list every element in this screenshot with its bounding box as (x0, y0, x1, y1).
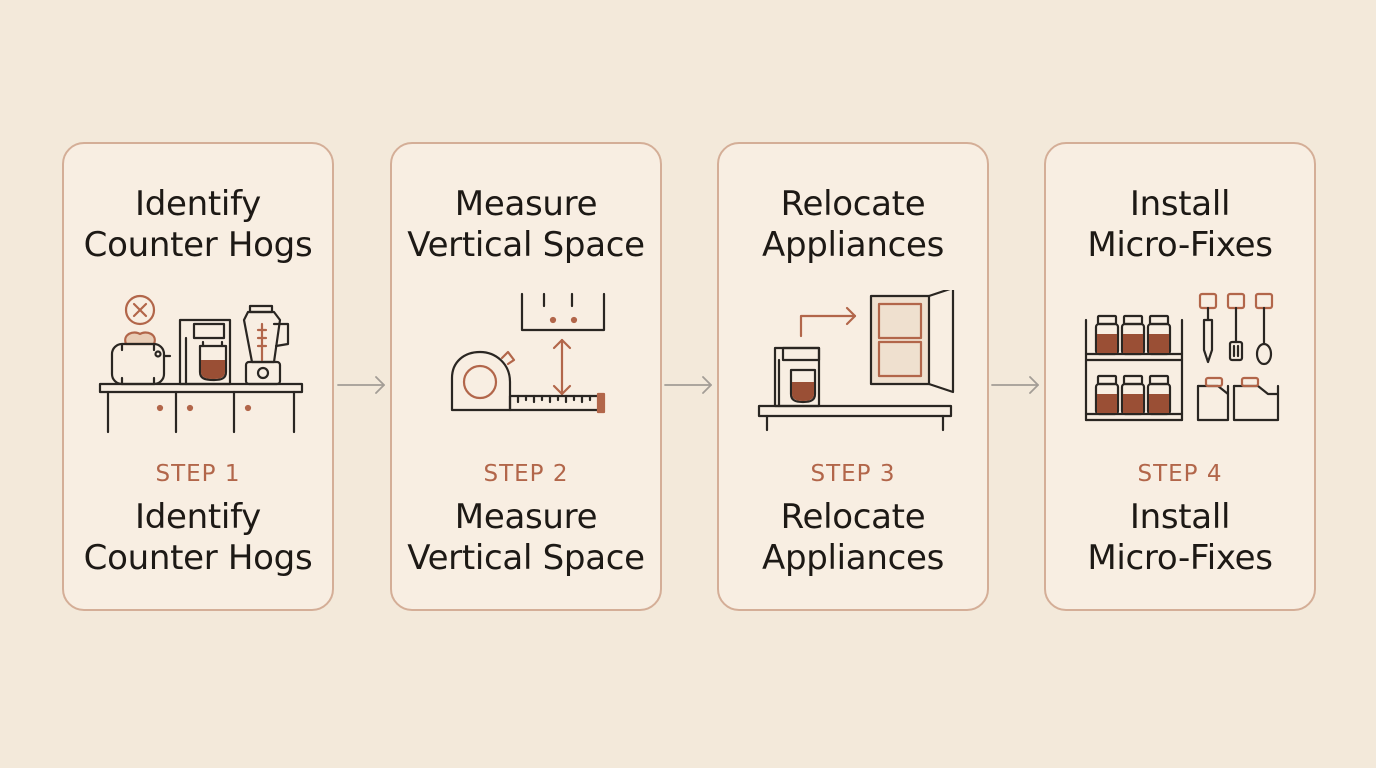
step-4-subtitle-line-2: Micro-Fixes (1087, 538, 1273, 578)
step-1-label: STEP 1 (155, 461, 241, 487)
step-3-label: STEP 3 (810, 461, 896, 487)
step-2-label: STEP 2 (483, 461, 569, 487)
step-4-subtitle-line-1: Install (1129, 497, 1231, 537)
step-1-title: Identify Counter Hogs (64, 184, 332, 266)
step-card-2: Measure Vertical Space (390, 142, 662, 611)
step-3-subtitle-line-1: Relocate (780, 497, 926, 537)
step-2-subtitle-line-2: Vertical Space (407, 538, 645, 578)
step-2-subtitle: Measure Vertical Space (392, 497, 660, 579)
arrow-right-icon (664, 376, 712, 394)
step-card-4: Install Micro-Fixes (1044, 142, 1316, 611)
step-3-title-line-2: Appliances (761, 225, 945, 265)
step-2-title: Measure Vertical Space (392, 184, 660, 266)
tape-measure-icon (450, 292, 606, 414)
spice-rack-hooks-icon (1084, 292, 1280, 422)
step-4-title: Install Micro-Fixes (1046, 184, 1314, 266)
step-card-3: Relocate Appliances STEP 3 Relocate (717, 142, 989, 611)
counter-appliances-icon (98, 294, 304, 434)
step-1-title-line-2: Counter Hogs (83, 225, 313, 265)
relocate-to-cabinet-icon (757, 290, 955, 432)
step-3-subtitle-line-2: Appliances (761, 538, 945, 578)
step-3-subtitle: Relocate Appliances (719, 497, 987, 579)
step-1-subtitle: Identify Counter Hogs (64, 497, 332, 579)
step-card-1: Identify Counter Hogs (62, 142, 334, 611)
step-4-title-line-2: Micro-Fixes (1087, 225, 1273, 265)
step-4-title-line-1: Install (1129, 184, 1231, 224)
step-4-subtitle: Install Micro-Fixes (1046, 497, 1314, 579)
arrow-right-icon (991, 376, 1039, 394)
step-2-subtitle-line-1: Measure (454, 497, 598, 537)
step-1-title-line-1: Identify (135, 184, 261, 224)
arrow-right-icon (337, 376, 385, 394)
step-3-title-line-1: Relocate (780, 184, 926, 224)
step-1-subtitle-line-1: Identify (135, 497, 261, 537)
step-4-label: STEP 4 (1137, 461, 1223, 487)
step-3-title: Relocate Appliances (719, 184, 987, 266)
step-2-title-line-1: Measure (454, 184, 598, 224)
step-2-title-line-2: Vertical Space (407, 225, 645, 265)
step-1-subtitle-line-2: Counter Hogs (83, 538, 313, 578)
